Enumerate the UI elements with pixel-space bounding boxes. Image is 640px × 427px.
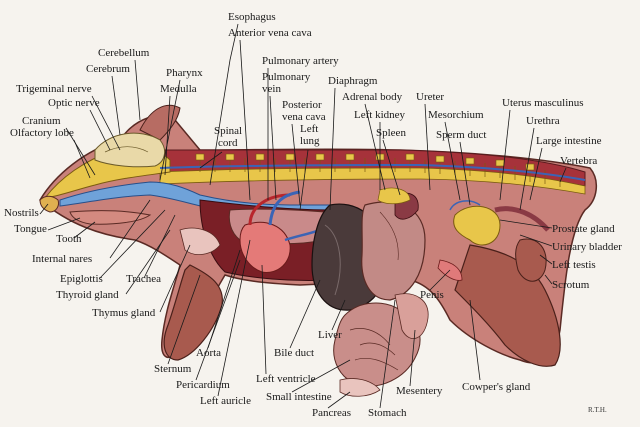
label-posterior-vena-cava-line2: vena cava bbox=[282, 111, 326, 123]
thymus bbox=[179, 227, 221, 255]
label-penis: Penis bbox=[420, 289, 444, 301]
testis-shape bbox=[515, 238, 547, 282]
label-scrotum: Scrotum bbox=[552, 279, 590, 291]
leader-lines bbox=[39, 23, 567, 409]
fore-leg bbox=[163, 264, 223, 361]
spinal-cord bbox=[159, 163, 586, 181]
label-pancreas: Pancreas bbox=[312, 407, 351, 419]
signature: R.T.H. bbox=[588, 406, 607, 414]
sperm-duct-loop bbox=[449, 200, 481, 211]
label-left-auricle: Left auricle bbox=[200, 395, 251, 407]
label-left-kidney: Left kidney bbox=[354, 109, 406, 121]
snout bbox=[39, 195, 59, 213]
label-posterior-vena-cava-line1: Posterior bbox=[282, 99, 322, 111]
label-mesorchium: Mesorchium bbox=[428, 109, 484, 121]
label-pericardium: Pericardium bbox=[176, 379, 230, 391]
vertebrae bbox=[159, 153, 586, 195]
label-cerebellum: Cerebellum bbox=[98, 47, 150, 59]
label-trachea: Trachea bbox=[126, 273, 161, 285]
mesentery-shape bbox=[394, 293, 429, 339]
label-nostrils: Nostrils bbox=[4, 207, 39, 219]
label-spleen: Spleen bbox=[376, 127, 406, 139]
label-epiglottis: Epiglottis bbox=[60, 273, 103, 285]
label-liver: Liver bbox=[318, 329, 342, 341]
label-internal-nares: Internal nares bbox=[32, 253, 92, 265]
label-left-lung-line2: lung bbox=[300, 135, 320, 147]
label-left-ventricle: Left ventricle bbox=[256, 373, 316, 385]
label-left-lung: Left lung bbox=[300, 123, 321, 147]
label-small-intestine: Small intestine bbox=[266, 391, 332, 403]
label-uterus-masculinus: Uterus masculinus bbox=[502, 97, 584, 109]
label-diaphragm: Diaphragm bbox=[328, 75, 378, 87]
label-thymus-gland: Thymus gland bbox=[92, 307, 156, 319]
label-spinal-cord: Spinal cord bbox=[214, 125, 245, 149]
label-adrenal-body: Adrenal body bbox=[342, 91, 403, 103]
label-pulmonary-vein-line1: Pulmonary bbox=[262, 71, 311, 83]
label-sperm-duct: Sperm duct bbox=[436, 129, 486, 141]
label-trigeminal-nerve: Trigeminal nerve bbox=[16, 83, 92, 95]
label-esophagus: Esophagus bbox=[228, 11, 276, 23]
label-spinal-cord-line2: cord bbox=[218, 137, 238, 149]
label-posterior-vena-cava: Posterior vena cava bbox=[282, 99, 326, 123]
kidney-yellow bbox=[377, 187, 411, 205]
label-left-testis: Left testis bbox=[552, 259, 596, 271]
label-tongue: Tongue bbox=[14, 223, 47, 235]
label-ureter: Ureter bbox=[416, 91, 444, 103]
label-pharynx: Pharynx bbox=[166, 67, 203, 79]
label-optic-nerve: Optic nerve bbox=[48, 97, 100, 109]
label-urethra: Urethra bbox=[526, 115, 560, 127]
stomach-shape bbox=[361, 201, 426, 301]
labels: Esophagus Anterior vena cava Cerebellum … bbox=[4, 11, 622, 419]
label-vertebra: Vertebra bbox=[560, 155, 597, 167]
tongue-shape bbox=[69, 210, 152, 225]
label-mesentery: Mesentery bbox=[396, 385, 443, 397]
label-olfactory-lobe: Olfactory lobe bbox=[10, 127, 74, 139]
label-urinary-bladder: Urinary bladder bbox=[552, 241, 622, 253]
urogenital-yellow bbox=[453, 205, 501, 246]
large-intestine-tube bbox=[494, 206, 550, 232]
brain bbox=[94, 132, 166, 168]
label-spinal-cord-line1: Spinal bbox=[214, 125, 242, 137]
label-aorta: Aorta bbox=[196, 347, 221, 359]
label-prostate-gland: Prostate gland bbox=[552, 223, 615, 235]
label-tooth: Tooth bbox=[56, 233, 82, 245]
label-left-lung-line1: Left bbox=[300, 123, 318, 135]
label-pulmonary-vein-line2: vein bbox=[262, 83, 281, 95]
label-cerebrum: Cerebrum bbox=[86, 63, 130, 75]
label-pulmonary-vein: Pulmonary vein bbox=[262, 71, 313, 95]
label-large-intestine: Large intestine bbox=[536, 135, 602, 147]
label-cranium: Cranium bbox=[22, 115, 61, 127]
label-sternum: Sternum bbox=[154, 363, 192, 375]
label-bile-duct: Bile duct bbox=[274, 347, 314, 359]
ear bbox=[139, 104, 181, 141]
label-anterior-vena-cava: Anterior vena cava bbox=[228, 27, 312, 39]
label-pulmonary-artery: Pulmonary artery bbox=[262, 55, 339, 67]
label-stomach: Stomach bbox=[368, 407, 407, 419]
label-cowpers-gland: Cowper's gland bbox=[462, 381, 531, 393]
label-thyroid-gland: Thyroid gland bbox=[56, 289, 119, 301]
